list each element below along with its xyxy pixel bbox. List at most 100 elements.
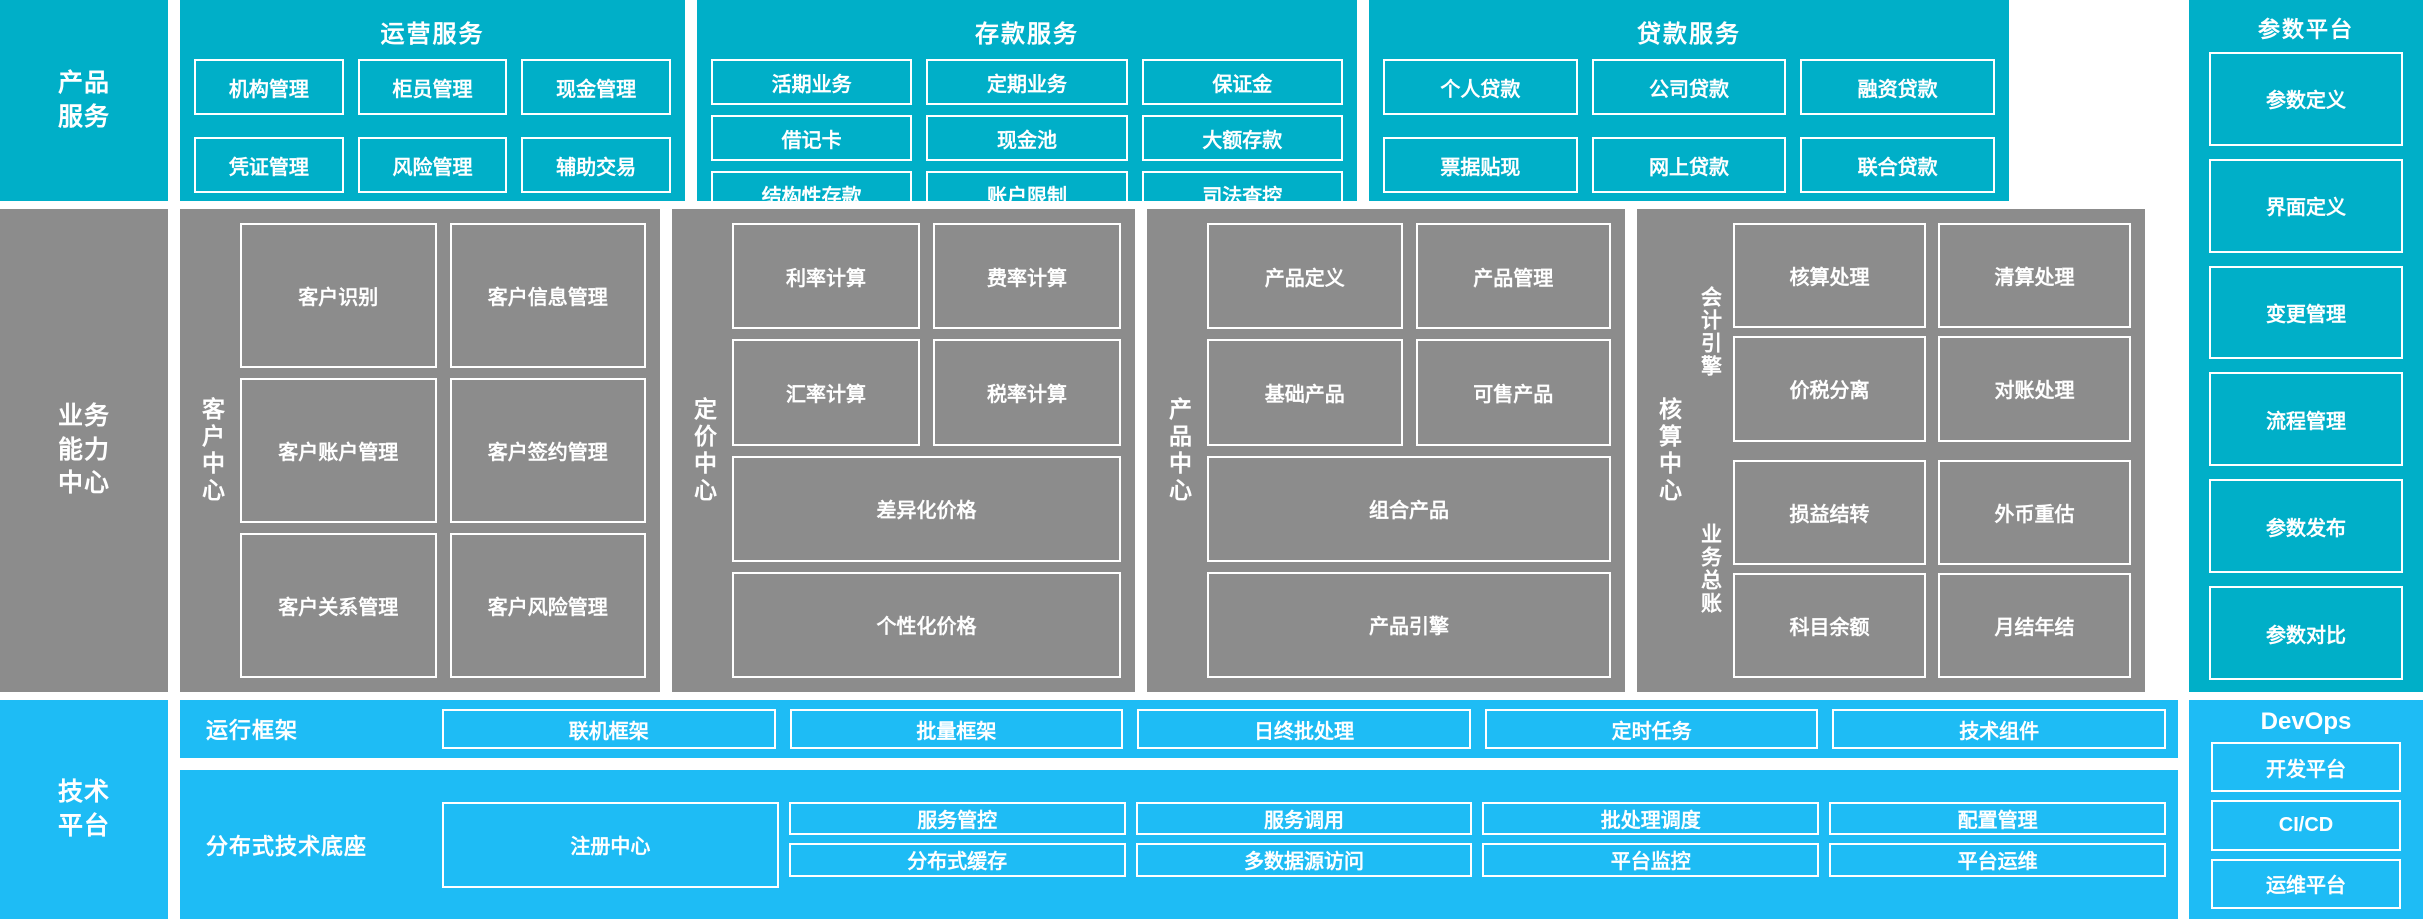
cell-product-management[interactable]: 产品管理 <box>1415 223 1611 330</box>
band-label-business-capability: 业务 能力 中心 <box>0 209 168 692</box>
cell-ops-platform[interactable]: 运维平台 <box>2211 858 2401 909</box>
cell-teller-management[interactable]: 柜员管理 <box>357 59 508 115</box>
cell-ci-cd[interactable]: CI/CD <box>2211 800 2401 851</box>
vertical-label-pricing-center: 定价中心 <box>690 396 717 505</box>
cell-end-of-day-batch[interactable]: 日终批处理 <box>1137 709 1471 749</box>
cell-technical-component[interactable]: 技术组件 <box>1832 709 2166 749</box>
cell-online-loan[interactable]: 网上贷款 <box>1591 137 1787 193</box>
cell-customer-info-management[interactable]: 客户信息管理 <box>449 223 646 368</box>
cell-batch-framework[interactable]: 批量框架 <box>789 709 1124 749</box>
cell-differentiated-pricing[interactable]: 差异化价格 <box>732 455 1121 562</box>
param-platform-title: 参数平台 <box>2257 17 2354 42</box>
cell-customer-risk-management[interactable]: 客户风险管理 <box>449 533 646 678</box>
strip-distributed-base: 分布式技术底座 注册中心 服务管控 分布式缓存 服务调用 多数据源访问 批处理调… <box>180 770 2178 919</box>
cell-batch-scheduling[interactable]: 批处理调度 <box>1482 801 1820 835</box>
cell-price-tax-separation[interactable]: 价税分离 <box>1733 336 1926 442</box>
cell-fee-rate-calculation[interactable]: 费率计算 <box>933 223 1121 330</box>
customer-center-grid: 客户识别 客户信息管理 客户账户管理 客户签约管理 客户关系管理 客户风险管理 <box>240 223 646 678</box>
param-platform-column: 参数平台 参数定义 界面定义 变更管理 流程管理 参数发布 参数对比 <box>2189 0 2423 692</box>
cell-month-year-end-closing[interactable]: 月结年结 <box>1938 572 2131 678</box>
group-customer-center: 客户中心 客户识别 客户信息管理 客户账户管理 客户签约管理 客户关系管理 客户… <box>180 209 660 692</box>
cell-customer-identification[interactable]: 客户识别 <box>240 223 437 368</box>
cell-multi-datasource-access[interactable]: 多数据源访问 <box>1135 843 1473 877</box>
base-column-3: 批处理调度 平台监控 <box>1482 801 1820 877</box>
cell-dev-platform[interactable]: 开发平台 <box>2211 742 2401 793</box>
cell-time-deposit[interactable]: 定期业务 <box>926 59 1128 105</box>
cell-foreign-currency-revaluation[interactable]: 外币重估 <box>1938 459 2131 565</box>
cell-ui-definition[interactable]: 界面定义 <box>2209 158 2403 253</box>
cell-cash-management[interactable]: 现金管理 <box>521 59 671 115</box>
cell-platform-operations[interactable]: 平台运维 <box>1829 843 2166 877</box>
cell-institution-management[interactable]: 机构管理 <box>194 59 344 115</box>
pricing-center-grid: 利率计算 费率计算 汇率计算 税率计算 差异化价格 个性化价格 <box>732 223 1121 678</box>
cell-accounting-processing[interactable]: 核算处理 <box>1733 223 1926 329</box>
cell-account-balance[interactable]: 科目余额 <box>1733 572 1926 678</box>
cell-service-governance[interactable]: 服务管控 <box>788 801 1126 835</box>
subgroup-business-ledger: 业务总账 损益结转 外币重估 科目余额 月结年结 <box>1693 459 2131 678</box>
cell-interest-rate-calculation[interactable]: 利率计算 <box>732 223 920 330</box>
cell-change-management[interactable]: 变更管理 <box>2209 265 2403 360</box>
band-label-line-2: 平台 <box>57 811 110 840</box>
band-label-product-services: 产品 服务 <box>0 0 168 201</box>
cell-composite-product[interactable]: 组合产品 <box>1207 455 1611 562</box>
cell-voucher-management[interactable]: 凭证管理 <box>194 137 344 193</box>
group-pricing-center: 定价中心 利率计算 费率计算 汇率计算 税率计算 差异化价格 个性化价格 <box>672 209 1135 692</box>
cell-online-framework[interactable]: 联机框架 <box>442 709 776 749</box>
accounting-center-subgroups: 会计引擎 核算处理 清算处理 价税分离 对账处理 业务总账 损益结转 外币重估 … <box>1693 223 2131 678</box>
devops-title: DevOps <box>2260 708 2352 735</box>
cell-cash-pool[interactable]: 现金池 <box>926 115 1128 161</box>
cell-settlement-processing[interactable]: 清算处理 <box>1938 223 2131 329</box>
cell-financing-loan[interactable]: 融资贷款 <box>1800 59 1995 115</box>
cell-customer-contract-management[interactable]: 客户签约管理 <box>449 378 646 523</box>
distributed-base-grid: 注册中心 服务管控 分布式缓存 服务调用 多数据源访问 批处理调度 平台监控 <box>442 801 2166 888</box>
cell-corporate-loan[interactable]: 公司贷款 <box>1591 59 1787 115</box>
cell-customer-relationship-management[interactable]: 客户关系管理 <box>240 533 437 678</box>
band-label-line-2: 服务 <box>57 102 110 131</box>
cell-demand-deposit[interactable]: 活期业务 <box>711 59 913 105</box>
cell-auxiliary-transaction[interactable]: 辅助交易 <box>521 137 671 193</box>
cell-process-management[interactable]: 流程管理 <box>2209 372 2403 467</box>
cell-product-engine[interactable]: 产品引擎 <box>1207 571 1611 678</box>
technical-platform-band: 技术 平台 运行框架 联机框架 批量框架 日终批处理 定时任务 技术组件 分布式… <box>0 700 2178 919</box>
cell-personalized-pricing[interactable]: 个性化价格 <box>732 571 1121 678</box>
strip-label-runtime-framework: 运行框架 <box>206 718 299 743</box>
cell-tax-rate-calculation[interactable]: 税率计算 <box>933 339 1121 446</box>
cell-registry-center[interactable]: 注册中心 <box>442 801 779 888</box>
band-label-line-1: 技术 <box>57 777 110 806</box>
cell-exchange-rate-calculation[interactable]: 汇率计算 <box>732 339 920 446</box>
cell-base-product[interactable]: 基础产品 <box>1207 339 1403 446</box>
cell-debit-card[interactable]: 借记卡 <box>711 115 913 161</box>
group-deposit-services: 存款服务 活期业务 定期业务 保证金 借记卡 现金池 大额存款 结构性存款 账户… <box>697 0 1357 217</box>
vertical-label-business-ledger: 业务总账 <box>1698 522 1722 615</box>
cell-product-definition[interactable]: 产品定义 <box>1207 223 1403 330</box>
subgroup-accounting-engine: 会计引擎 核算处理 清算处理 价税分离 对账处理 <box>1693 223 2131 442</box>
cell-reconciliation-processing[interactable]: 对账处理 <box>1938 336 2131 442</box>
cell-profit-loss-carryover[interactable]: 损益结转 <box>1733 459 1926 565</box>
technical-platform-strips: 运行框架 联机框架 批量框架 日终批处理 定时任务 技术组件 分布式技术底座 注… <box>180 700 2178 919</box>
cell-platform-monitoring[interactable]: 平台监控 <box>1482 843 1820 877</box>
cell-scheduled-task[interactable]: 定时任务 <box>1484 709 1819 749</box>
cell-risk-management[interactable]: 风险管理 <box>357 137 508 193</box>
band-label-line-1: 产品 <box>57 68 110 97</box>
group-title-deposit-services: 存款服务 <box>975 21 1079 48</box>
cell-configuration-management[interactable]: 配置管理 <box>1829 801 2166 835</box>
band-label-line-2: 能力 <box>57 435 110 464</box>
cell-service-invocation[interactable]: 服务调用 <box>1135 801 1473 835</box>
cell-param-definition[interactable]: 参数定义 <box>2209 52 2403 146</box>
cell-param-compare[interactable]: 参数对比 <box>2209 586 2403 680</box>
cell-distributed-cache[interactable]: 分布式缓存 <box>788 843 1126 877</box>
cell-bill-discount[interactable]: 票据贴现 <box>1383 137 1578 193</box>
cell-large-deposit[interactable]: 大额存款 <box>1141 115 1343 161</box>
cell-sellable-product[interactable]: 可售产品 <box>1415 339 1611 446</box>
runtime-framework-grid: 联机框架 批量框架 日终批处理 定时任务 技术组件 <box>442 709 2166 749</box>
group-accounting-center: 核算中心 会计引擎 核算处理 清算处理 价税分离 对账处理 业务总账 损益结转 <box>1637 209 2145 692</box>
cell-syndicated-loan[interactable]: 联合贷款 <box>1800 137 1995 193</box>
cell-customer-account-management[interactable]: 客户账户管理 <box>240 378 437 523</box>
base-column-4: 配置管理 平台运维 <box>1829 801 2166 877</box>
cell-param-publish[interactable]: 参数发布 <box>2209 479 2403 574</box>
cell-personal-loan[interactable]: 个人贷款 <box>1383 59 1578 115</box>
strip-label-distributed-base: 分布式技术底座 <box>206 833 368 859</box>
devops-column: DevOps 开发平台 CI/CD 运维平台 <box>2189 700 2423 919</box>
product-services-band: 产品 服务 运营服务 机构管理 柜员管理 现金管理 凭证管理 风险管理 辅助交易… <box>0 0 2423 217</box>
cell-margin-deposit[interactable]: 保证金 <box>1141 59 1343 105</box>
